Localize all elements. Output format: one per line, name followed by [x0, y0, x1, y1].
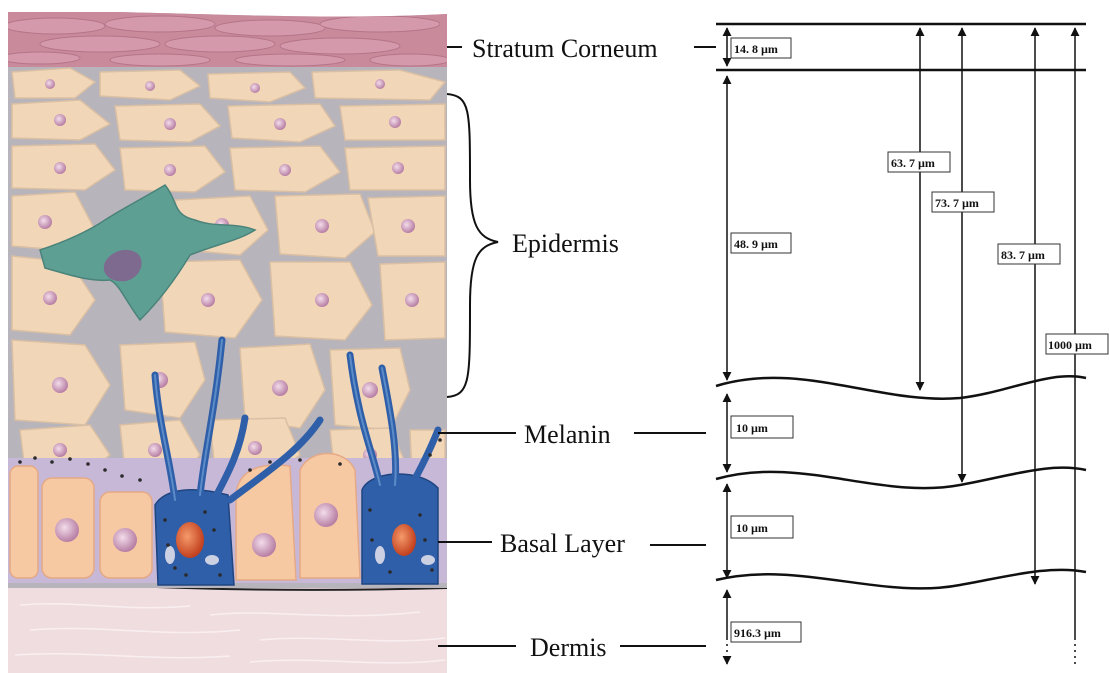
melanocyte-nucleus	[176, 522, 204, 558]
label-basal-layer: Basal Layer	[500, 529, 625, 558]
measure-total: 1000 µm	[1048, 338, 1092, 352]
label-melanin: Melanin	[524, 420, 611, 449]
measure-basal-layer: 10 µm	[736, 521, 768, 535]
epidermis-brace	[447, 94, 498, 397]
measure-to-basal: 83. 7 µm	[1001, 248, 1045, 262]
measure-epidermis: 48. 9 µm	[734, 237, 778, 251]
skin-illustration	[0, 12, 450, 673]
measure-dermis: 916.3 µm	[734, 626, 781, 640]
melanocyte-nucleus	[392, 524, 416, 556]
measure-stratum-corneum: 14. 8 µm	[734, 42, 778, 56]
label-stratum-corneum: Stratum Corneum	[472, 34, 658, 63]
measure-melanin-layer: 10 µm	[736, 421, 768, 435]
measure-to-melanin: 73. 7 µm	[935, 196, 979, 210]
layer-labels: Stratum Corneum Epidermis Melanin Basal …	[438, 34, 716, 662]
measurement-scale	[716, 24, 1086, 666]
label-epidermis: Epidermis	[512, 229, 619, 258]
measure-to-epidermis: 63. 7 µm	[891, 156, 935, 170]
label-dermis: Dermis	[530, 633, 607, 662]
